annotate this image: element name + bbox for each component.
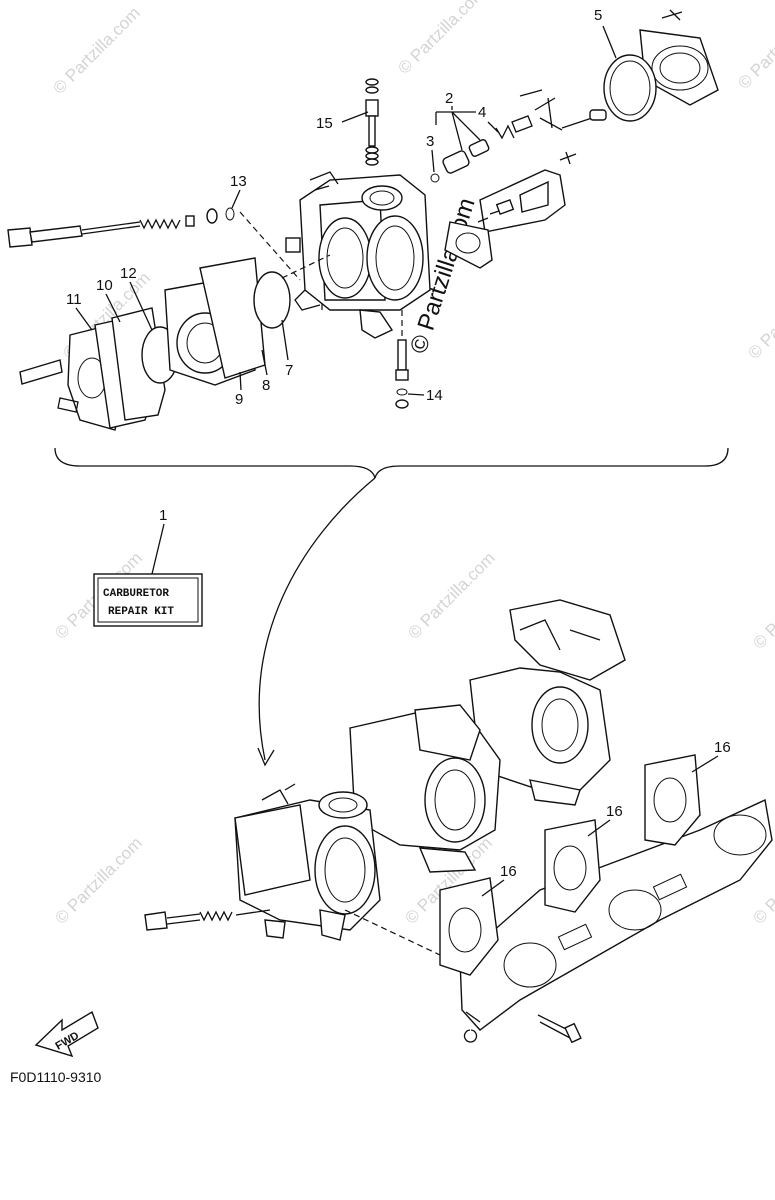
callout-15: 15 bbox=[316, 115, 333, 132]
mount-bracket bbox=[477, 151, 577, 233]
callout-16: 16 bbox=[606, 803, 623, 820]
repair-kit-label: 1 CARBURETOR REPAIR KIT bbox=[93, 507, 203, 627]
callouts-lower: 16 16 16 bbox=[481, 739, 731, 897]
callout-16: 16 bbox=[714, 739, 731, 756]
carburetor-body bbox=[285, 171, 431, 339]
pump-stack bbox=[19, 257, 291, 431]
figure-code: F0D1110-9310 bbox=[10, 1069, 102, 1085]
watermark: © Partzilla.com bbox=[394, 0, 488, 78]
exploded-view bbox=[7, 9, 719, 431]
assembled-view bbox=[144, 599, 773, 1044]
callouts-upper: 15 2 3 4 5 13 14 12 10 11 9 8 7 bbox=[66, 7, 617, 408]
pump-cover bbox=[603, 9, 719, 122]
callout-8: 8 bbox=[262, 377, 270, 394]
callout-10: 10 bbox=[96, 277, 113, 294]
fitting-15 bbox=[365, 78, 379, 166]
assembly-line bbox=[281, 254, 331, 279]
callout-2: 2 bbox=[445, 90, 453, 107]
fwd-arrow: FWD bbox=[34, 1010, 99, 1058]
callout-4: 4 bbox=[478, 104, 486, 121]
watermark: © Partzilla.com bbox=[734, 0, 775, 93]
brace-bracket bbox=[54, 447, 729, 767]
watermark: © Partzilla.com bbox=[749, 558, 775, 652]
callout-13: 13 bbox=[230, 173, 247, 190]
fitting-14 bbox=[395, 310, 409, 409]
callout-7: 7 bbox=[285, 362, 293, 379]
adjust-screw bbox=[7, 207, 301, 281]
callout-14: 14 bbox=[426, 387, 443, 404]
watermark: © Partzilla.com bbox=[49, 3, 143, 97]
callout-3: 3 bbox=[426, 133, 434, 150]
kit-label-line2: REPAIR KIT bbox=[108, 606, 174, 618]
callout-5: 5 bbox=[594, 7, 602, 24]
callout-11: 11 bbox=[66, 291, 82, 308]
gasket bbox=[444, 221, 493, 269]
callout-16: 16 bbox=[500, 863, 517, 880]
watermark: © Partzilla.com bbox=[744, 268, 775, 362]
callout-12: 12 bbox=[120, 265, 137, 282]
callout-9: 9 bbox=[235, 391, 243, 408]
callout-1: 1 bbox=[159, 507, 167, 524]
kit-label-line1: CARBURETOR bbox=[103, 588, 169, 600]
needle-valve-parts bbox=[430, 89, 607, 183]
watermark: © Partzilla.com bbox=[404, 548, 498, 642]
watermark: © Partzilla.com bbox=[51, 833, 145, 927]
